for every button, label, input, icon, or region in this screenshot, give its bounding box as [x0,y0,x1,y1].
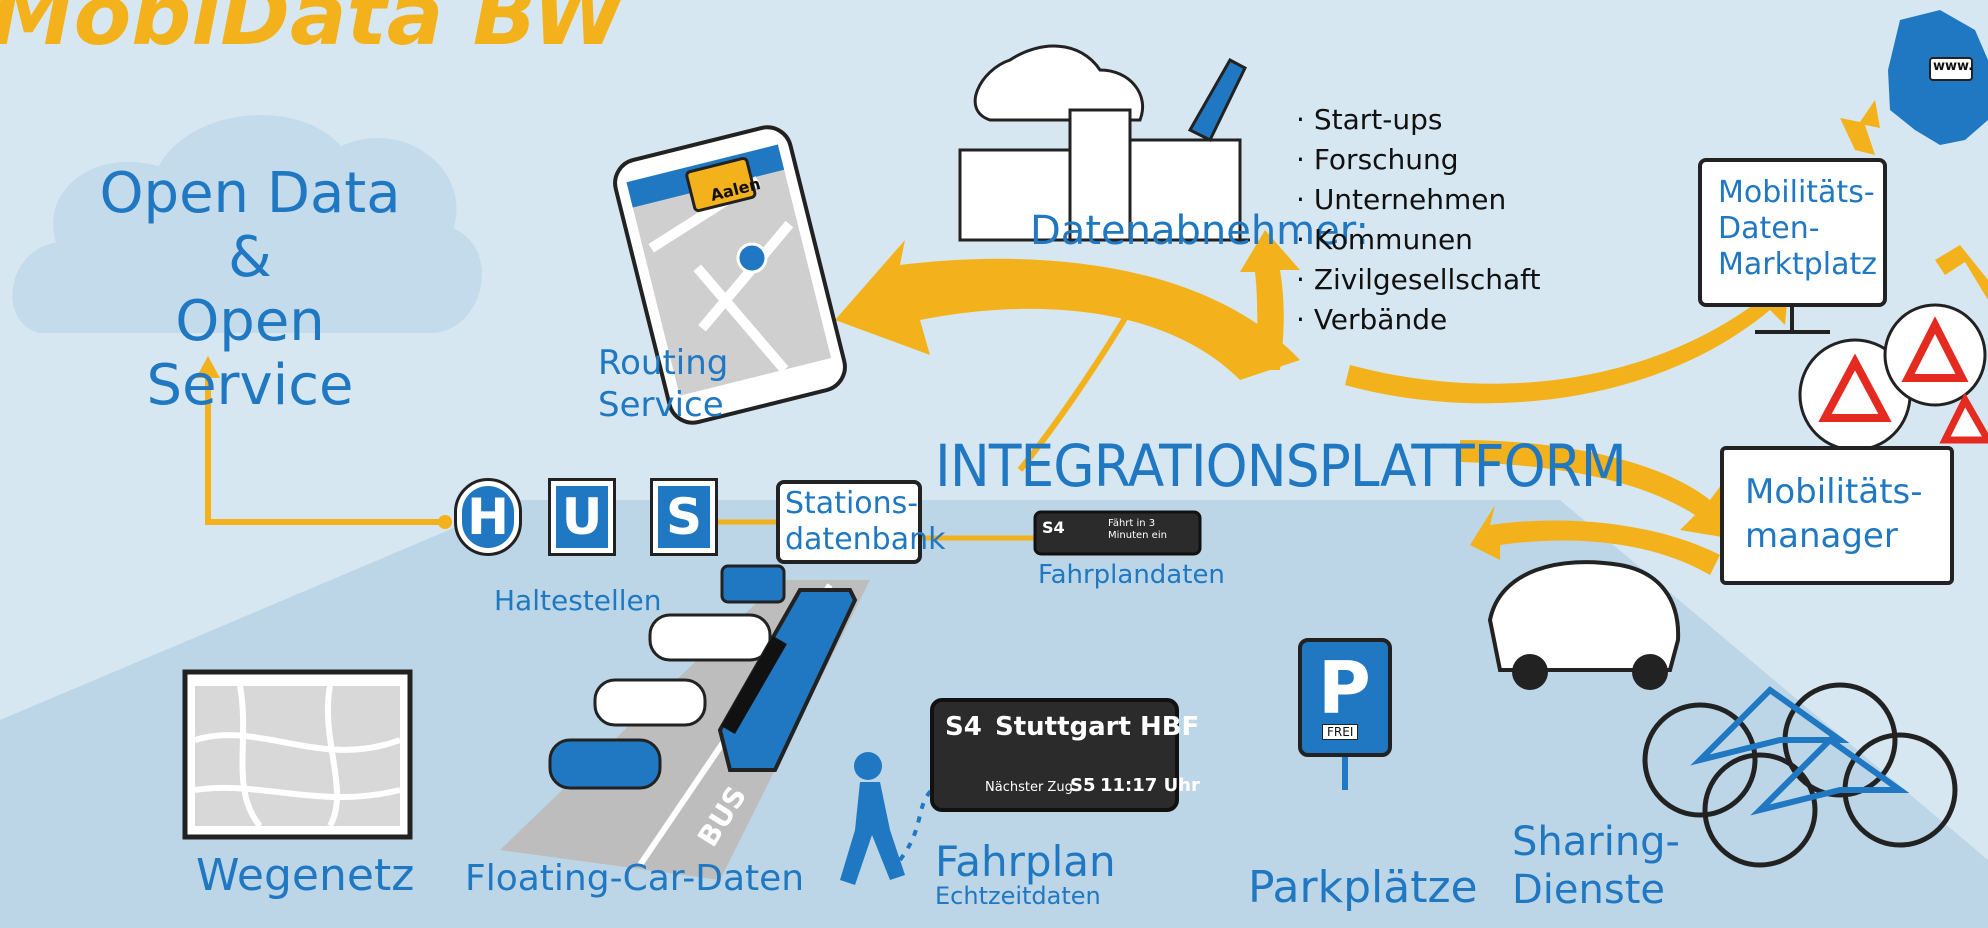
stop-letter-h: H [462,486,514,548]
marketplace-line-1: Mobilitäts- [1718,175,1875,210]
stop-letter-s: S [658,486,710,548]
buildings-illustration [958,44,1250,242]
stationdb-label: Stations- datenbank [785,486,945,558]
board-destination: Stuttgart HBF [995,712,1200,742]
timetable-sign-text: Fährt in 3 Minuten ein [1108,518,1167,541]
open-data-cloud [12,114,482,333]
timetable-label: Fahrplan Echtzeitdaten [935,837,1116,911]
timetable-sign-bg [1033,510,1202,556]
arrow-to-germany [1840,100,1880,155]
warning-signs [1798,303,1988,452]
road-network-label: Wegenetz [196,850,415,901]
stationdb-line-1: Stations- [785,486,919,521]
timetable-data-label: Fahrplandaten [1038,560,1225,590]
stop-sign-u: U [548,478,616,556]
marketplace-line-2: Daten- [1718,211,1820,246]
bikes [1642,682,1958,868]
marketplace-line-3: Marktplatz [1718,247,1878,282]
stop-sign-s: S [650,478,718,556]
floating-car-label: Floating-Car-Daten [465,858,805,899]
parking-label: Parkplätze [1248,862,1478,913]
stops-to-cloud-line [205,375,445,525]
cars [548,564,786,790]
manager-box [1720,446,1954,585]
pedestrian-path [898,778,947,862]
sharing-label: Sharing- Dienste [1512,818,1680,914]
routing-service-label: Routing Service [598,342,728,426]
pedestrian-icon [840,752,905,885]
marketplace-monitor [1698,158,1887,334]
cloud-line-1: Open Data & [99,161,401,290]
departure-board-bg [930,698,1179,812]
arrow-loop [1017,308,1133,472]
phone-illustration [613,125,847,425]
arrow-right-top [1935,245,1988,300]
sharing-car [1487,560,1681,690]
consumer-item: Unternehmen [1296,180,1541,220]
arrow-to-consumers [1240,230,1300,370]
sharing-line-1: Sharing- [1512,819,1680,865]
stops-label: Haltestellen [494,584,662,617]
consumer-item: Zivilgesellschaft [1296,260,1541,300]
board-line: S4 [945,712,982,742]
marketplace-label: Mobilitäts- Daten- Marktplatz [1718,175,1877,283]
cloud-line-2: Open Service [146,289,354,418]
manager-line-1: Mobilitäts- [1745,472,1923,512]
germany-www-text: www. [1933,59,1974,74]
page-title: MobiData BW [0,0,625,64]
board-next-line: S5 [1070,775,1096,796]
timetable-line-1: Fahrplan [935,837,1116,886]
consumer-item: Forschung [1296,140,1541,180]
arrow-to-routing [835,240,1300,380]
arrow-to-manager [1460,440,1740,540]
junction-dot [438,515,452,529]
stop-sign-h: H [454,478,522,556]
consumer-item: Kommunen [1296,220,1541,260]
stop-letter-u: U [556,486,608,548]
timetable-line-2: Echtzeitdaten [935,882,1101,910]
cloud-text: Open Data & Open Service [70,162,430,418]
cloud-arrowhead [196,356,220,378]
routing-line-1: Routing [598,343,729,383]
board-next-time: 11:17 Uhr [1100,775,1200,796]
sharing-line-2: Dienste [1512,867,1666,913]
stationdb-box [776,480,922,564]
arrow-to-marketplace [1345,270,1790,404]
manager-label: Mobilitäts- manager [1745,470,1923,558]
parking-free: FREI [1322,724,1359,740]
arrow-from-manager [1470,505,1720,575]
board-next-label: Nächster Zug [985,780,1073,795]
routing-line-2: Service [598,385,724,425]
timetable-sign-line: S4 [1042,518,1065,537]
manager-line-2: manager [1745,516,1898,556]
consumers-list: Start-ups Forschung Unternehmen Kommunen… [1296,100,1541,340]
germany-www-tag [1929,57,1973,81]
stationdb-line-2: datenbank [785,522,946,557]
road-network-map [182,669,413,840]
bus-illustration [717,588,858,772]
parking-letter: P [1318,646,1371,730]
platform-title: INTEGRATIONSPLATTFORM [935,432,1627,500]
consumer-item: Start-ups [1296,100,1541,140]
consumer-item: Verbände [1296,300,1541,340]
